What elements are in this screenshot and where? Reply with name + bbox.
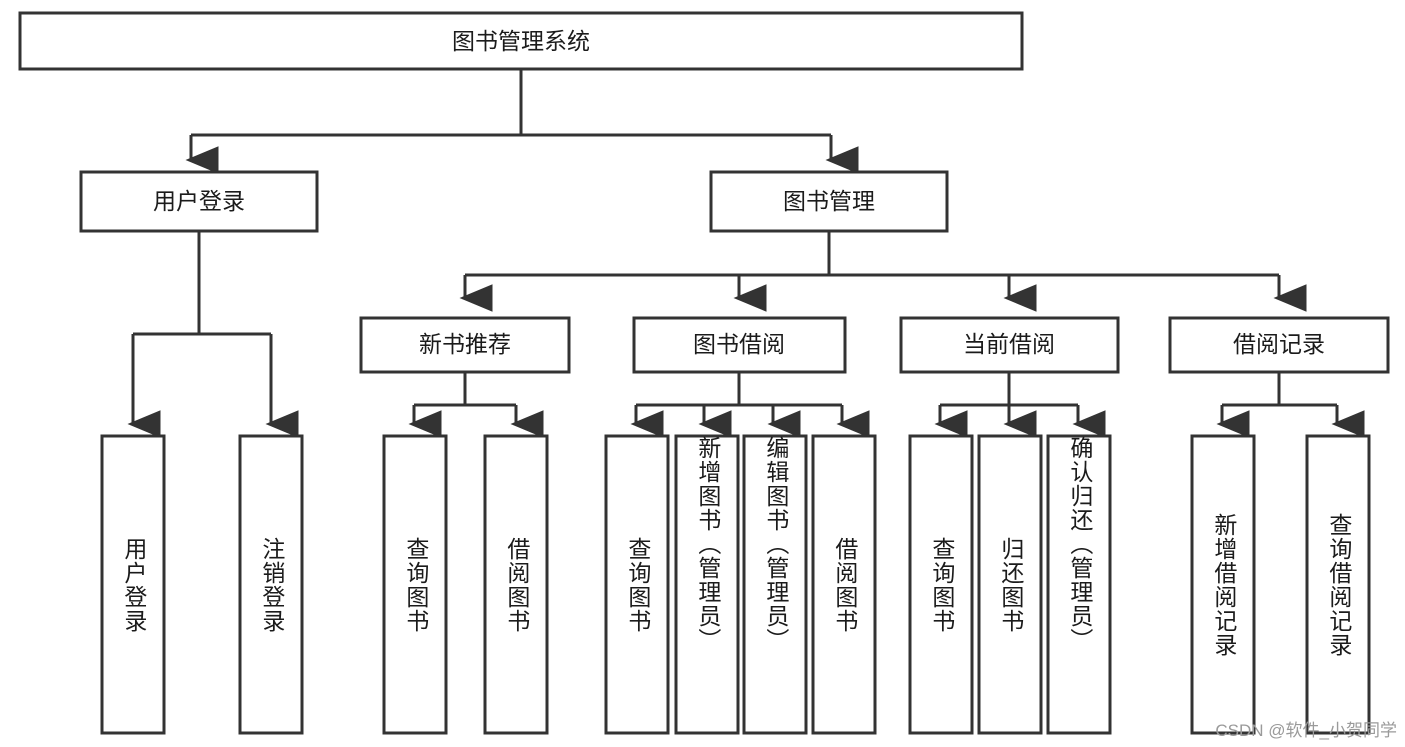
leaf-br-add-box[interactable] <box>1190 434 1256 735</box>
leaf-bb-edit-box[interactable] <box>742 434 808 735</box>
edges-current-borrow-to-leaves <box>934 372 1106 438</box>
node-book-management[interactable]: 图书管理 <box>709 170 949 233</box>
node-user-login[interactable]: 用户登录 <box>79 170 319 233</box>
leaf-bb-add-box[interactable] <box>674 434 740 735</box>
node-borrow-record-label: 借阅记录 <box>1233 331 1325 357</box>
leaf-logout-box[interactable] <box>238 434 304 735</box>
leaf-user-login-box[interactable] <box>100 434 166 735</box>
leaf-bb-query-box[interactable] <box>604 434 670 735</box>
node-new-book-recommend-box <box>359 316 571 374</box>
edges-book-management-to-level3 <box>459 231 1307 312</box>
leaf-nb-borrow-box[interactable] <box>483 434 549 735</box>
edges-borrow-record-to-leaves <box>1216 372 1365 438</box>
node-book-borrow-label: 图书借阅 <box>693 331 785 357</box>
leaf-nb-query-box[interactable] <box>382 434 448 735</box>
leaf-cb-confirm-box[interactable] <box>1046 434 1112 735</box>
node-user-login-label: 用户登录 <box>153 188 245 214</box>
node-new-book-recommend-label: 新书推荐 <box>419 331 511 357</box>
node-new-book-recommend[interactable]: 新书推荐 <box>359 316 571 374</box>
edges-root-to-level2 <box>185 69 859 174</box>
leaf-cb-return-box[interactable] <box>977 434 1043 735</box>
node-root[interactable]: 图书管理系统 <box>18 11 1024 71</box>
node-borrow-record[interactable]: 借阅记录 <box>1168 316 1390 374</box>
node-root-box <box>18 11 1024 71</box>
edges-book-borrow-to-leaves <box>630 372 870 438</box>
node-current-borrow-box <box>899 316 1120 374</box>
node-user-login-box <box>79 170 319 233</box>
node-book-management-label: 图书管理 <box>783 188 875 214</box>
leaf-bb-borrow-box[interactable] <box>811 434 877 735</box>
leaf-cb-query-box[interactable] <box>908 434 974 735</box>
leaf-br-query-box[interactable] <box>1305 434 1371 735</box>
node-current-borrow-label: 当前借阅 <box>963 331 1055 357</box>
node-current-borrow[interactable]: 当前借阅 <box>899 316 1120 374</box>
edges-user-login-to-leaves <box>127 231 299 438</box>
node-book-borrow[interactable]: 图书借阅 <box>632 316 847 374</box>
watermark: CSDN @软件_小贺同学 <box>1215 721 1397 740</box>
node-root-label: 图书管理系统 <box>452 28 590 54</box>
edges-new-book-recommend-to-leaves <box>408 372 544 438</box>
